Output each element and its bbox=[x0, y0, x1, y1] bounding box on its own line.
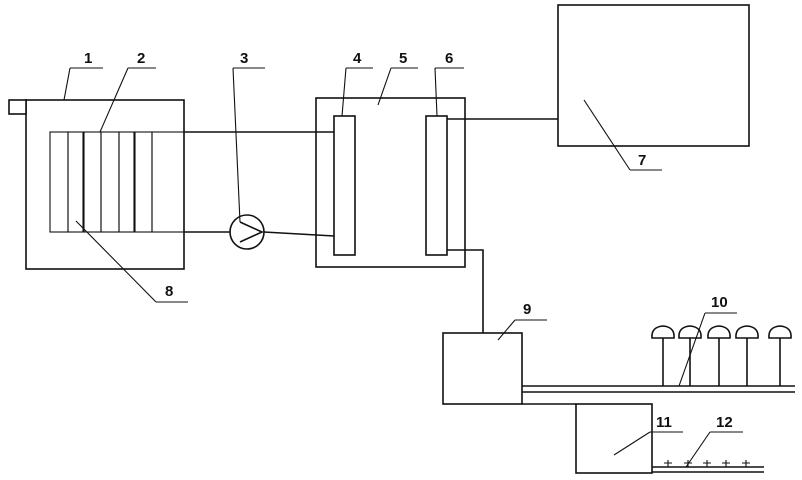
unit-7 bbox=[557, 4, 750, 147]
label-1: 1 bbox=[84, 50, 92, 67]
label-10: 10 bbox=[711, 294, 728, 311]
sprinkler-head bbox=[651, 325, 675, 386]
label-8: 8 bbox=[165, 283, 173, 300]
sprinkler-head bbox=[707, 325, 731, 386]
electrode-4 bbox=[333, 115, 356, 256]
leader-lines bbox=[63, 67, 743, 468]
unit-9 bbox=[442, 332, 523, 405]
label-3: 3 bbox=[240, 50, 248, 67]
pipe-to-unit-9 bbox=[447, 249, 484, 333]
label-6: 6 bbox=[445, 50, 453, 67]
label-12: 12 bbox=[716, 414, 733, 431]
tank-1-inlet-stub bbox=[8, 99, 27, 115]
sprinkler-head bbox=[678, 325, 702, 386]
label-2: 2 bbox=[137, 50, 145, 67]
label-4: 4 bbox=[353, 50, 362, 67]
tank-1 bbox=[8, 99, 185, 270]
drip-line-12 bbox=[652, 460, 764, 473]
pipe-from-pump bbox=[263, 231, 335, 237]
electrode-6 bbox=[425, 115, 448, 256]
label-7: 7 bbox=[638, 152, 646, 169]
label-9: 9 bbox=[523, 301, 531, 318]
sprinkler-head bbox=[768, 325, 792, 386]
sprinkler-line-10 bbox=[522, 325, 795, 393]
label-11: 11 bbox=[656, 414, 672, 431]
label-5: 5 bbox=[399, 50, 407, 67]
sprinkler-head bbox=[735, 325, 759, 386]
pump-3 bbox=[229, 214, 265, 250]
plate-stack-2 bbox=[49, 131, 185, 233]
